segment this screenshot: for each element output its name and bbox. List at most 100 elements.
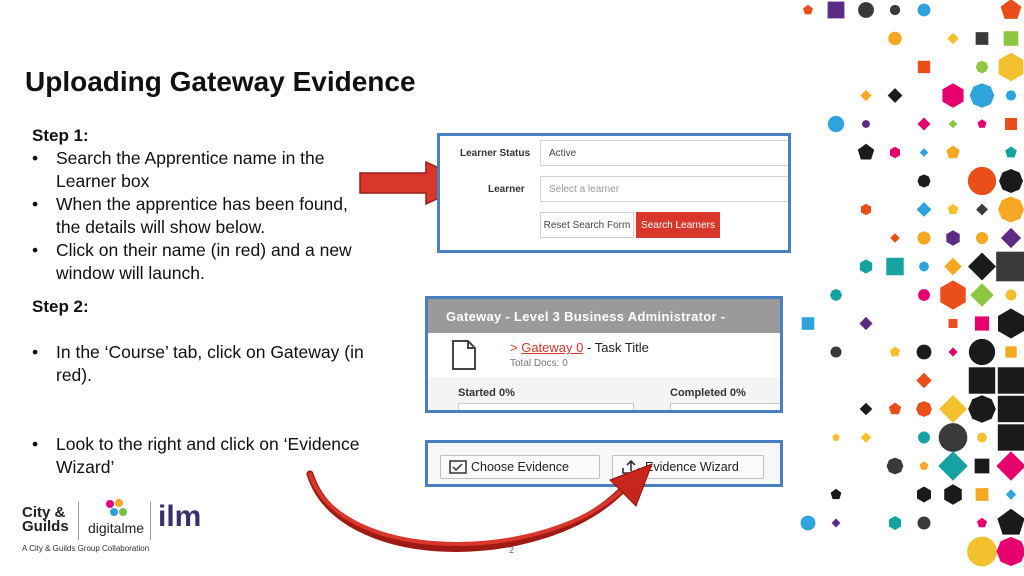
decorative-circle-icon: [977, 432, 987, 443]
decorative-octagon-icon: [999, 169, 1023, 193]
decorative-circle-icon: [888, 31, 902, 46]
decorative-pentagon-icon: [1005, 146, 1017, 158]
curved-arrow-icon: [306, 463, 653, 552]
decorative-diamond-icon: [919, 148, 929, 157]
evidence-wizard-label: Evidence Wizard: [645, 460, 739, 474]
decorative-diamond-icon: [948, 347, 958, 357]
decorative-square-icon: [948, 319, 958, 328]
decorative-diamond-icon: [938, 451, 968, 481]
decorative-diamond-icon: [890, 233, 900, 243]
task-title: - Task Title: [587, 340, 649, 355]
decorative-square-icon: [1004, 117, 1018, 131]
decorative-octagon-icon: [886, 457, 904, 475]
decorative-diamond-icon: [947, 32, 959, 45]
decorative-circle-icon: [938, 423, 968, 452]
decorative-square-icon: [974, 316, 990, 331]
step1-heading: Step 1:: [32, 126, 89, 145]
decorative-pentagon-icon: [888, 402, 902, 415]
decorative-pentagon-icon: [857, 143, 875, 160]
decorative-circle-icon: [918, 431, 930, 444]
started-progress-label: Started 0%: [458, 387, 515, 399]
decorative-circle-icon: [800, 515, 816, 531]
step1-list: Search the Apprentice name in the Learne…: [32, 147, 372, 285]
decorative-circle-icon: [917, 231, 931, 245]
decorative-octagon-icon: [996, 536, 1024, 567]
choose-evidence-label: Choose Evidence: [471, 460, 569, 474]
city-guilds-logo: City & Guilds: [22, 504, 69, 535]
decorative-diamond-icon: [859, 402, 873, 416]
completed-progress-label: Completed 0%: [670, 387, 746, 399]
decorative-circle-icon: [968, 338, 996, 366]
decorative-diamond-icon: [1000, 227, 1022, 249]
decorative-hexagon-icon: [890, 146, 900, 159]
decorative-octagon-icon: [975, 60, 989, 74]
search-learners-button[interactable]: Search Learners: [636, 212, 720, 238]
learner-status-field[interactable]: Active: [540, 140, 788, 166]
decorative-diamond-icon: [968, 252, 996, 281]
decorative-hexagon-icon: [946, 230, 960, 246]
decorative-hexagon-icon: [998, 52, 1024, 82]
total-docs: Total Docs: 0: [510, 358, 568, 369]
decorative-pentagon-icon: [947, 203, 959, 214]
decorative-pentagon-icon: [997, 508, 1024, 535]
document-icon: [452, 340, 476, 370]
decorative-diamond-icon: [970, 283, 994, 307]
decorative-square-icon: [996, 251, 1024, 282]
decorative-hexagon-icon: [917, 486, 931, 503]
decorative-diamond-icon: [976, 203, 988, 216]
step2-heading: Step 2:: [32, 297, 89, 316]
decorative-diamond-icon: [948, 119, 958, 129]
digitalme-logo: digitalme: [88, 520, 145, 536]
decorative-diamond-icon: [860, 432, 872, 443]
choose-evidence-button[interactable]: Choose Evidence: [440, 455, 600, 479]
decorative-octagon-icon: [916, 401, 932, 417]
decorative-pentagon-icon: [889, 346, 901, 357]
decorative-circle-icon: [827, 115, 845, 133]
completed-progress-bar: [670, 403, 780, 410]
learner-search-input[interactable]: Select a learner: [540, 176, 788, 202]
decorative-circle-icon: [889, 4, 901, 16]
gateway-link[interactable]: Gateway 0: [521, 340, 584, 355]
step2-bullet: Look to the right and click on ‘Evidence…: [32, 433, 412, 479]
decorative-diamond-icon: [860, 89, 872, 102]
decorative-diamond-icon: [859, 316, 873, 331]
decorative-pentagon-icon: [946, 145, 960, 159]
decorative-square-icon: [968, 367, 996, 394]
gateway-link-prefix: >: [510, 340, 518, 355]
decorative-pentagon-icon: [1000, 0, 1022, 19]
decorative-circle-icon: [917, 516, 931, 530]
footer-tagline: A City & Guilds Group Collaboration: [22, 544, 150, 553]
step1-bullet: Search the Apprentice name in the Learne…: [32, 147, 372, 193]
decorative-hexagon-icon: [944, 484, 962, 505]
decorative-circle-icon: [830, 346, 842, 358]
search-form-screenshot: Learner Status Active Learner Select a l…: [437, 133, 791, 253]
decorative-diamond-icon: [916, 202, 932, 217]
step1-bullet: When the apprentice has been found, the …: [32, 193, 372, 239]
step2-list: In the ‘Course’ tab, click on Gateway (i…: [32, 341, 372, 387]
gateway-task-row: > Gateway 0 - Task Title Total Docs: 0: [428, 333, 780, 377]
decorative-square-icon: [1005, 346, 1017, 358]
decorative-octagon-icon: [1005, 90, 1017, 101]
decorative-square-icon: [1003, 31, 1019, 46]
decorative-diamond-icon: [944, 257, 962, 276]
decorative-diamond-icon: [887, 88, 903, 103]
decorative-pentagon-icon: [832, 433, 840, 441]
reset-search-form-button[interactable]: Reset Search Form: [540, 212, 634, 238]
decorative-octagon-icon: [861, 119, 871, 129]
decorative-octagon-icon: [968, 395, 996, 423]
learner-label: Learner: [488, 184, 525, 195]
decorative-hexagon-icon: [888, 516, 902, 530]
decorative-square-icon: [917, 60, 931, 74]
decorative-circle-icon: [916, 344, 932, 360]
decorative-pentagon-icon: [830, 488, 842, 500]
decorative-pentagon-icon: [803, 4, 813, 15]
decorative-square-icon: [801, 317, 815, 330]
decorative-hexagon-icon: [940, 280, 966, 310]
decorative-square-icon: [997, 424, 1024, 451]
decorative-diamond-icon: [831, 518, 841, 528]
checkbox-icon: [449, 460, 467, 474]
decorative-hexagon-icon: [942, 83, 964, 108]
decorative-diamond-icon: [916, 372, 932, 389]
started-progress-bar: [458, 403, 634, 410]
decorative-octagon-icon: [918, 261, 930, 272]
